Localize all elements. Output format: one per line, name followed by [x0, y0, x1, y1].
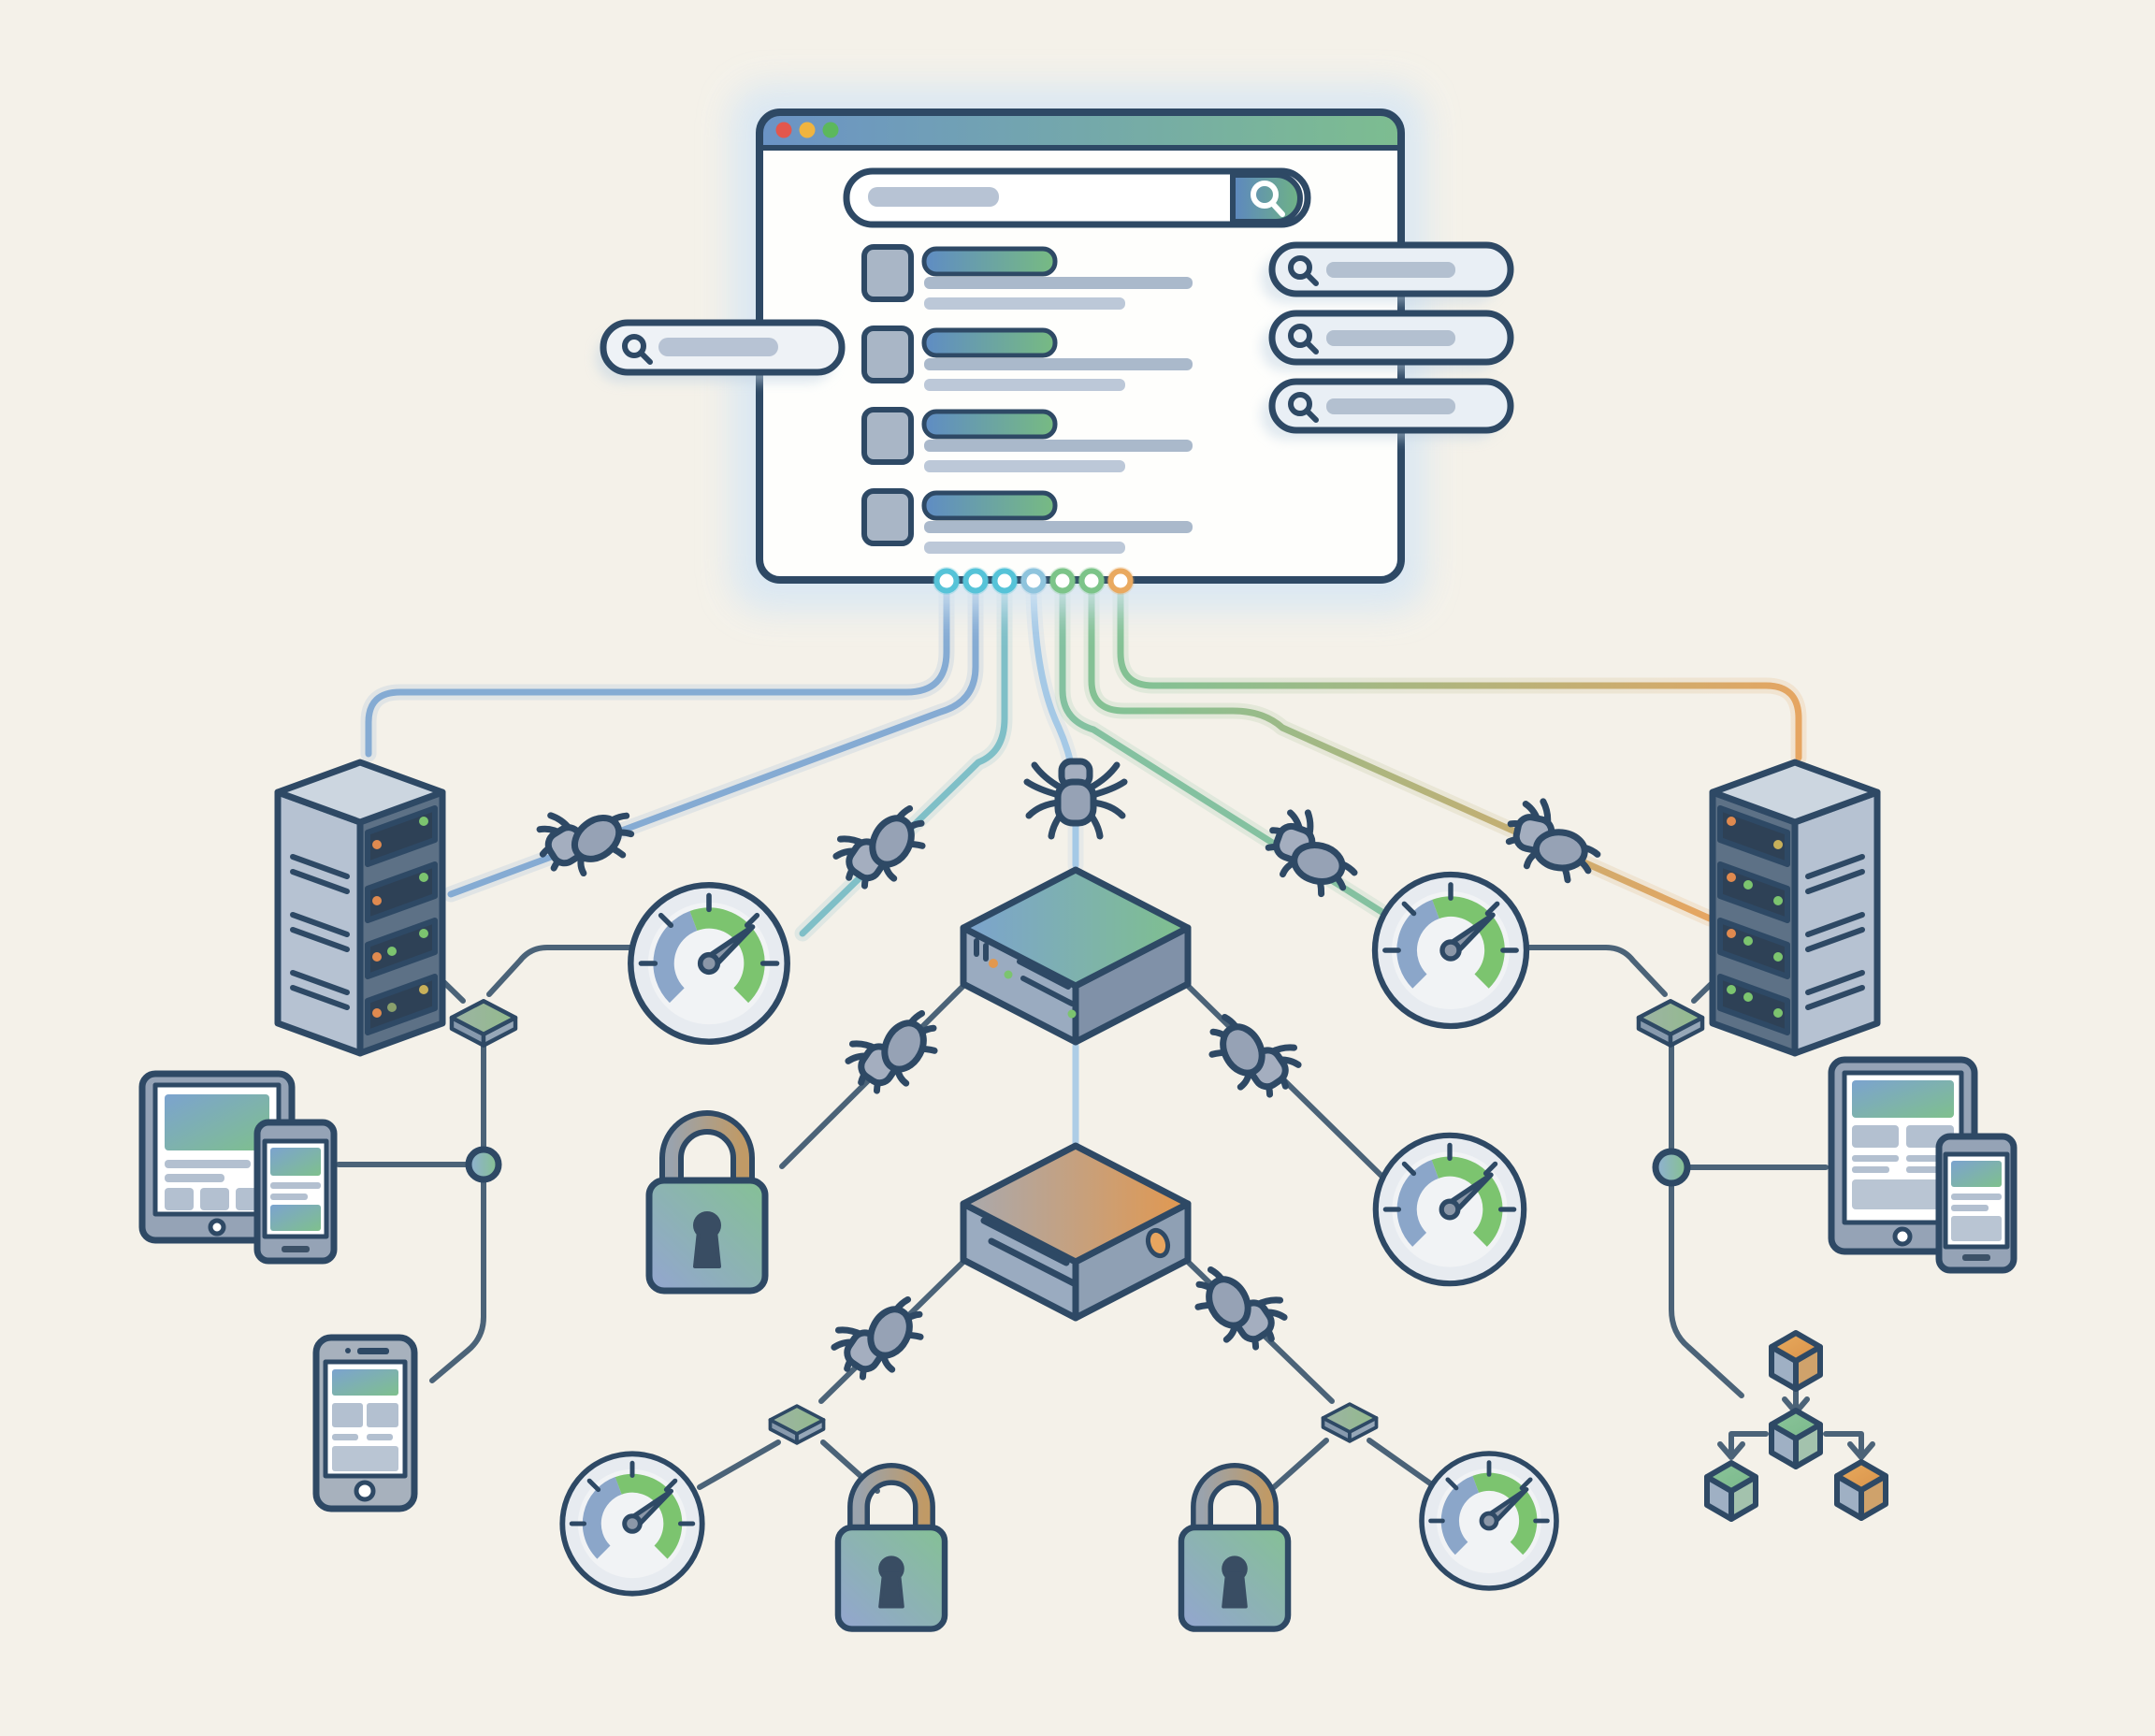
result-row — [861, 326, 1193, 391]
pill-placeholder-bar — [1326, 262, 1455, 278]
result-line — [924, 297, 1125, 310]
result-line — [924, 379, 1125, 391]
home-button — [1892, 1226, 1913, 1247]
search-icon — [1251, 181, 1285, 217]
connection-line-6 — [1088, 587, 1714, 922]
speedometer-gauge — [630, 885, 787, 1041]
phone-icon — [1935, 1133, 2018, 1274]
port-dot — [1020, 568, 1047, 594]
traffic-light-red — [775, 122, 792, 138]
favicon-square — [861, 407, 914, 465]
pill-placeholder-bar — [1326, 398, 1455, 414]
search-results — [861, 244, 1193, 554]
traffic-light-yellow — [799, 122, 816, 138]
title-bar — [759, 112, 1401, 148]
port-dot — [1049, 568, 1076, 594]
server-tower-right — [1709, 759, 1881, 1057]
side-search-pill — [1261, 378, 1514, 440]
result-line — [924, 440, 1193, 452]
favicon-square — [861, 326, 914, 383]
home-bar — [282, 1246, 310, 1252]
result-line — [924, 358, 1193, 370]
cube-icon — [1769, 1330, 1823, 1392]
browser-window — [731, 86, 1425, 610]
main-search-bar — [843, 167, 1311, 228]
search-button — [1230, 172, 1303, 224]
side-search-pill — [1261, 310, 1514, 371]
port-dot — [933, 568, 960, 594]
drive-bays — [1717, 805, 1790, 1035]
result-row — [861, 488, 1193, 554]
cube-flow — [1704, 1330, 1888, 1522]
cube-icon — [1769, 1408, 1823, 1469]
phone-icon — [253, 1119, 338, 1265]
device-group-right — [1828, 1056, 2018, 1274]
connection-line-7 — [1117, 587, 1802, 761]
connection-line-1 — [365, 587, 950, 758]
server-leds — [372, 817, 428, 1018]
result-line — [924, 460, 1125, 472]
connector-node — [465, 1146, 502, 1183]
device-group-left — [138, 1070, 338, 1265]
favicon-square — [861, 488, 914, 546]
side-search-pill — [1261, 241, 1514, 303]
router-box-bottom — [960, 1142, 1192, 1322]
speedometer-gauge — [1422, 1454, 1556, 1588]
result-title-bar — [921, 246, 1058, 277]
server-tower-left — [274, 759, 446, 1057]
speedometer-gauge — [562, 1454, 701, 1593]
server-leds — [1727, 817, 1783, 1018]
home-bar — [1962, 1254, 1990, 1261]
left-search-pill — [596, 319, 846, 383]
traffic-light-green — [822, 122, 839, 138]
port-dots — [933, 567, 1135, 595]
screen-hero-block — [332, 1369, 398, 1396]
speedometer-gauge — [1376, 1136, 1524, 1283]
result-title-bar — [921, 327, 1058, 358]
connection-line-3 — [799, 587, 1008, 937]
screen-hero-block — [1852, 1080, 1954, 1118]
result-line — [924, 542, 1125, 554]
connection-line-2 — [447, 587, 979, 898]
side-search-pills — [1261, 241, 1514, 440]
pill-placeholder-bar — [1326, 330, 1455, 346]
screen-hero-block — [165, 1094, 269, 1150]
port-dot — [962, 568, 989, 594]
result-line — [924, 277, 1193, 289]
home-button — [208, 1218, 226, 1237]
port-dot — [1078, 568, 1105, 594]
home-button — [354, 1480, 376, 1502]
cube-icon — [1834, 1459, 1888, 1521]
connector-node — [1652, 1148, 1691, 1187]
cube-icon — [1704, 1460, 1758, 1522]
speedometer-gauge — [1375, 875, 1526, 1026]
port-dot — [1107, 568, 1134, 594]
favicon-square — [861, 244, 914, 302]
result-row — [861, 407, 1193, 472]
port-dot — [991, 568, 1018, 594]
phone-icon-large — [312, 1334, 418, 1512]
pill-placeholder-bar — [658, 338, 778, 356]
result-title-bar — [921, 409, 1058, 440]
search-placeholder-bar — [868, 187, 999, 207]
result-line — [924, 521, 1193, 533]
result-row — [861, 244, 1193, 310]
result-title-bar — [921, 490, 1058, 521]
router-box-top — [960, 866, 1192, 1046]
connection-line-5 — [1059, 587, 1397, 923]
drive-bays — [365, 805, 438, 1035]
